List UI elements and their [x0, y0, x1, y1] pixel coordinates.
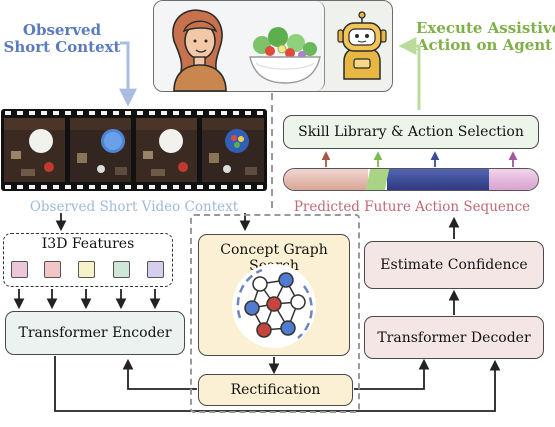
concept-graph-icon	[232, 264, 316, 348]
observed-context-heading: Observed Short Context	[3, 21, 121, 56]
i3d-features-label: I3D Features	[41, 236, 135, 252]
feature-token-5	[147, 261, 164, 278]
video-filmstrip	[1, 109, 267, 191]
predicted-sequence-bar	[283, 168, 539, 191]
feature-token-4	[113, 261, 130, 278]
i3d-features-group	[3, 233, 173, 287]
salad-bowl-icon	[249, 27, 321, 84]
sequence-segment-2	[365, 169, 390, 190]
person-icon	[172, 9, 227, 92]
sequence-segment-4	[489, 169, 538, 190]
sequence-caption: Predicted Future Action Sequence	[293, 199, 531, 215]
estimate-confidence-box: Estimate Confidence	[364, 241, 544, 289]
transformer-encoder-box: Transformer Encoder	[5, 311, 185, 355]
skill-library-box: Skill Library & Action Selection	[283, 115, 539, 149]
rectification-group-frame	[190, 214, 360, 413]
video-frames	[4, 111, 264, 189]
robot-icon	[337, 11, 387, 80]
scene-panel	[153, 0, 393, 92]
rectification-box: Rectification	[198, 374, 353, 406]
execute-action-heading: Execute Assistive Action on Agent	[416, 19, 555, 54]
sequence-segment-1	[284, 169, 368, 190]
feature-token-1	[11, 261, 28, 278]
feature-token-2	[44, 261, 61, 278]
feature-token-3	[78, 261, 95, 278]
scene-illustration	[172, 9, 387, 92]
sequence-segment-3	[387, 169, 489, 190]
transformer-decoder-box: Transformer Decoder	[364, 316, 544, 359]
video-caption: Observed Short Video Context	[29, 199, 239, 215]
